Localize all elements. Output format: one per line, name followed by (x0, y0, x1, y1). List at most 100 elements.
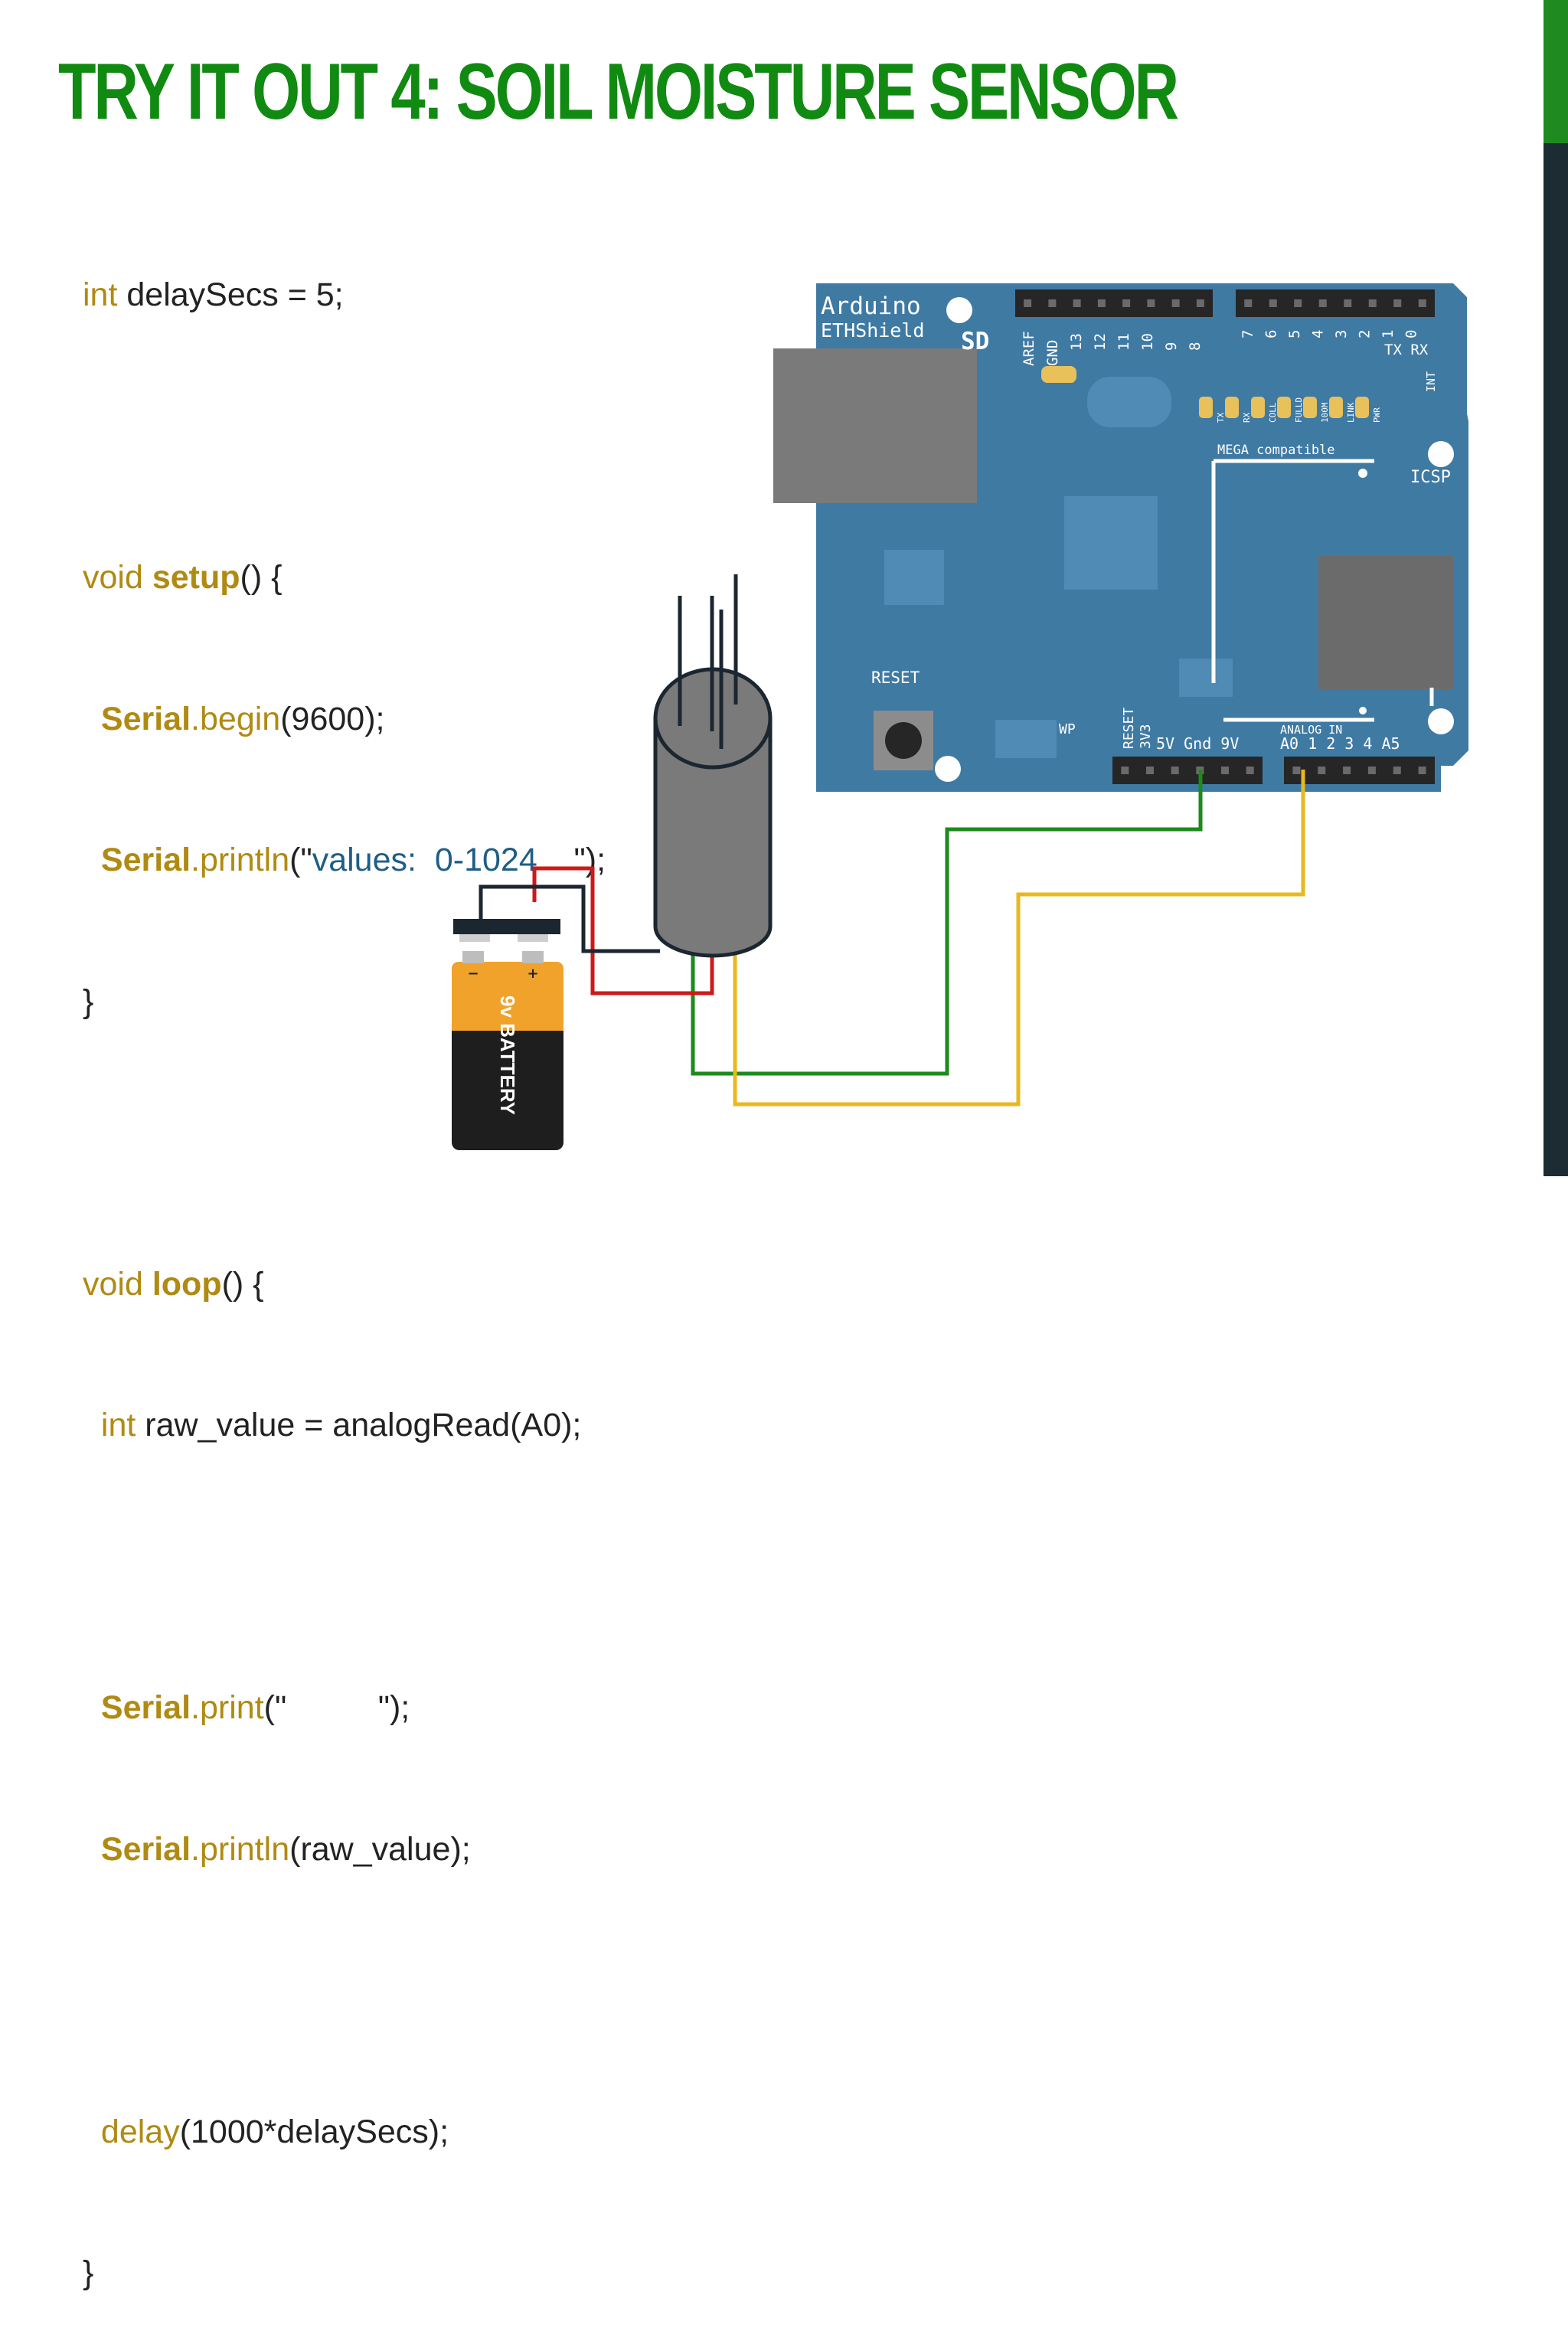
pin-label: 1 (1380, 330, 1396, 338)
header-pin (1196, 299, 1204, 307)
pin-label: AREF (1021, 331, 1037, 366)
code-text: (9600); (280, 700, 385, 737)
board-model: ETHShield (821, 319, 924, 342)
pin-label: 7 (1240, 330, 1256, 338)
header-pin (1121, 767, 1129, 774)
header-pin (1344, 299, 1352, 307)
header-pin (1269, 299, 1277, 307)
component (1179, 659, 1233, 697)
code-line: int raw_value = analogRead(A0); (83, 1402, 606, 1450)
power-label-3v3: 3V3 (1138, 724, 1154, 749)
txrx-label: TX RX (1384, 342, 1429, 358)
regulator (884, 550, 944, 605)
pin-label: 3 (1333, 330, 1350, 338)
header-pin (1292, 767, 1301, 774)
code-line: Serial.print(" "); (83, 1685, 606, 1732)
digital-header-right (1236, 289, 1435, 317)
code-string (286, 1689, 377, 1726)
code-keyword: void (83, 1265, 152, 1303)
code-method: delay (100, 2113, 180, 2150)
header-pin (1171, 299, 1180, 307)
led (1355, 397, 1369, 418)
header-pin (1171, 767, 1179, 774)
code-text: (" (263, 1689, 287, 1726)
led-label: COLL (1268, 402, 1278, 423)
code-blank-line (83, 1967, 606, 2015)
pin-label: 11 (1116, 333, 1132, 351)
sd-card-slot (1318, 556, 1453, 689)
battery-clip-terminal (518, 934, 548, 942)
code-line: Serial.println("values: 0-1024 "); (83, 837, 606, 884)
pin-label: 5 (1286, 330, 1303, 338)
header-pin (1097, 299, 1106, 307)
header-pin (1246, 767, 1254, 774)
analog-in-label: ANALOG IN (1280, 723, 1342, 737)
header-pin (1318, 767, 1326, 774)
component (995, 720, 1057, 758)
code-method: .println (191, 842, 290, 878)
gnd-led (1041, 366, 1076, 383)
code-keyword: int (83, 276, 118, 313)
led-label: FULLD (1294, 397, 1304, 423)
mounting-hole (946, 297, 972, 323)
pin-label: 6 (1263, 330, 1280, 338)
battery-clip (453, 919, 560, 934)
header-pin (1418, 767, 1426, 774)
header-pin (1146, 767, 1154, 774)
wp-label: WP (1059, 721, 1076, 737)
header-pin (1221, 767, 1229, 774)
battery-label: 9v BATTERY (496, 995, 519, 1115)
mega-compatible-label: MEGA compatible (1217, 443, 1335, 458)
led-label: PWR (1372, 407, 1382, 423)
header-pin (1147, 299, 1155, 307)
slide-title: TRY IT OUT 4: SOIL MOISTURE SENSOR (58, 47, 1179, 136)
wires (479, 770, 1305, 1107)
header-pin (1294, 299, 1302, 307)
sensor-body (653, 716, 773, 958)
marker-dot (1359, 707, 1367, 714)
code-text: } (83, 982, 94, 1020)
accent-bar-green (1544, 0, 1568, 143)
code-blank-line (83, 1544, 606, 1591)
pin-label: 12 (1092, 333, 1109, 351)
code-object: Serial (100, 700, 191, 737)
code-text: () { (240, 559, 283, 596)
code-object: Serial (100, 1689, 191, 1726)
code-text: delaySecs = 5; (117, 276, 344, 313)
mounting-hole (1428, 708, 1454, 734)
header-pin (1048, 299, 1057, 307)
code-text: "); (573, 842, 606, 878)
analog-pins-label: A0 1 2 3 4 A5 (1280, 734, 1400, 753)
header-pin (1393, 767, 1401, 774)
header-pin (1393, 299, 1402, 307)
header-pin (1318, 299, 1327, 307)
digital-header-left (1015, 289, 1213, 317)
code-line: Serial.begin(9600); (83, 696, 606, 744)
code-object: Serial (100, 842, 191, 878)
code-line: Serial.println(raw_value); (83, 1826, 606, 1874)
led (1199, 397, 1213, 418)
code-line: void setup() { (83, 554, 606, 602)
code-string: values: 0-1024 (312, 842, 574, 878)
pin-label: 0 (1403, 330, 1420, 338)
battery-9v: − + 9v BATTERY (452, 919, 564, 1150)
header-pin (1244, 299, 1253, 307)
led-label: RX (1242, 412, 1252, 423)
code-line: void loop() { (83, 1261, 606, 1309)
pin-label: 13 (1068, 333, 1085, 351)
led (1277, 397, 1291, 418)
code-text: (1000*delaySecs); (179, 2113, 449, 2150)
wire-yellow-a0 (733, 770, 1305, 1107)
reset-button-cap (885, 722, 922, 759)
power-header (1112, 757, 1263, 784)
header-pin (1024, 299, 1032, 307)
power-label-reset: RESET (1121, 708, 1137, 749)
led-label: LINK (1346, 402, 1356, 423)
code-method: .print (191, 1689, 264, 1726)
mounting-hole (1428, 441, 1454, 467)
header-pin (1367, 767, 1376, 774)
header-pin (1343, 767, 1351, 774)
code-function-name: loop (152, 1265, 222, 1303)
crystal (1087, 377, 1171, 427)
